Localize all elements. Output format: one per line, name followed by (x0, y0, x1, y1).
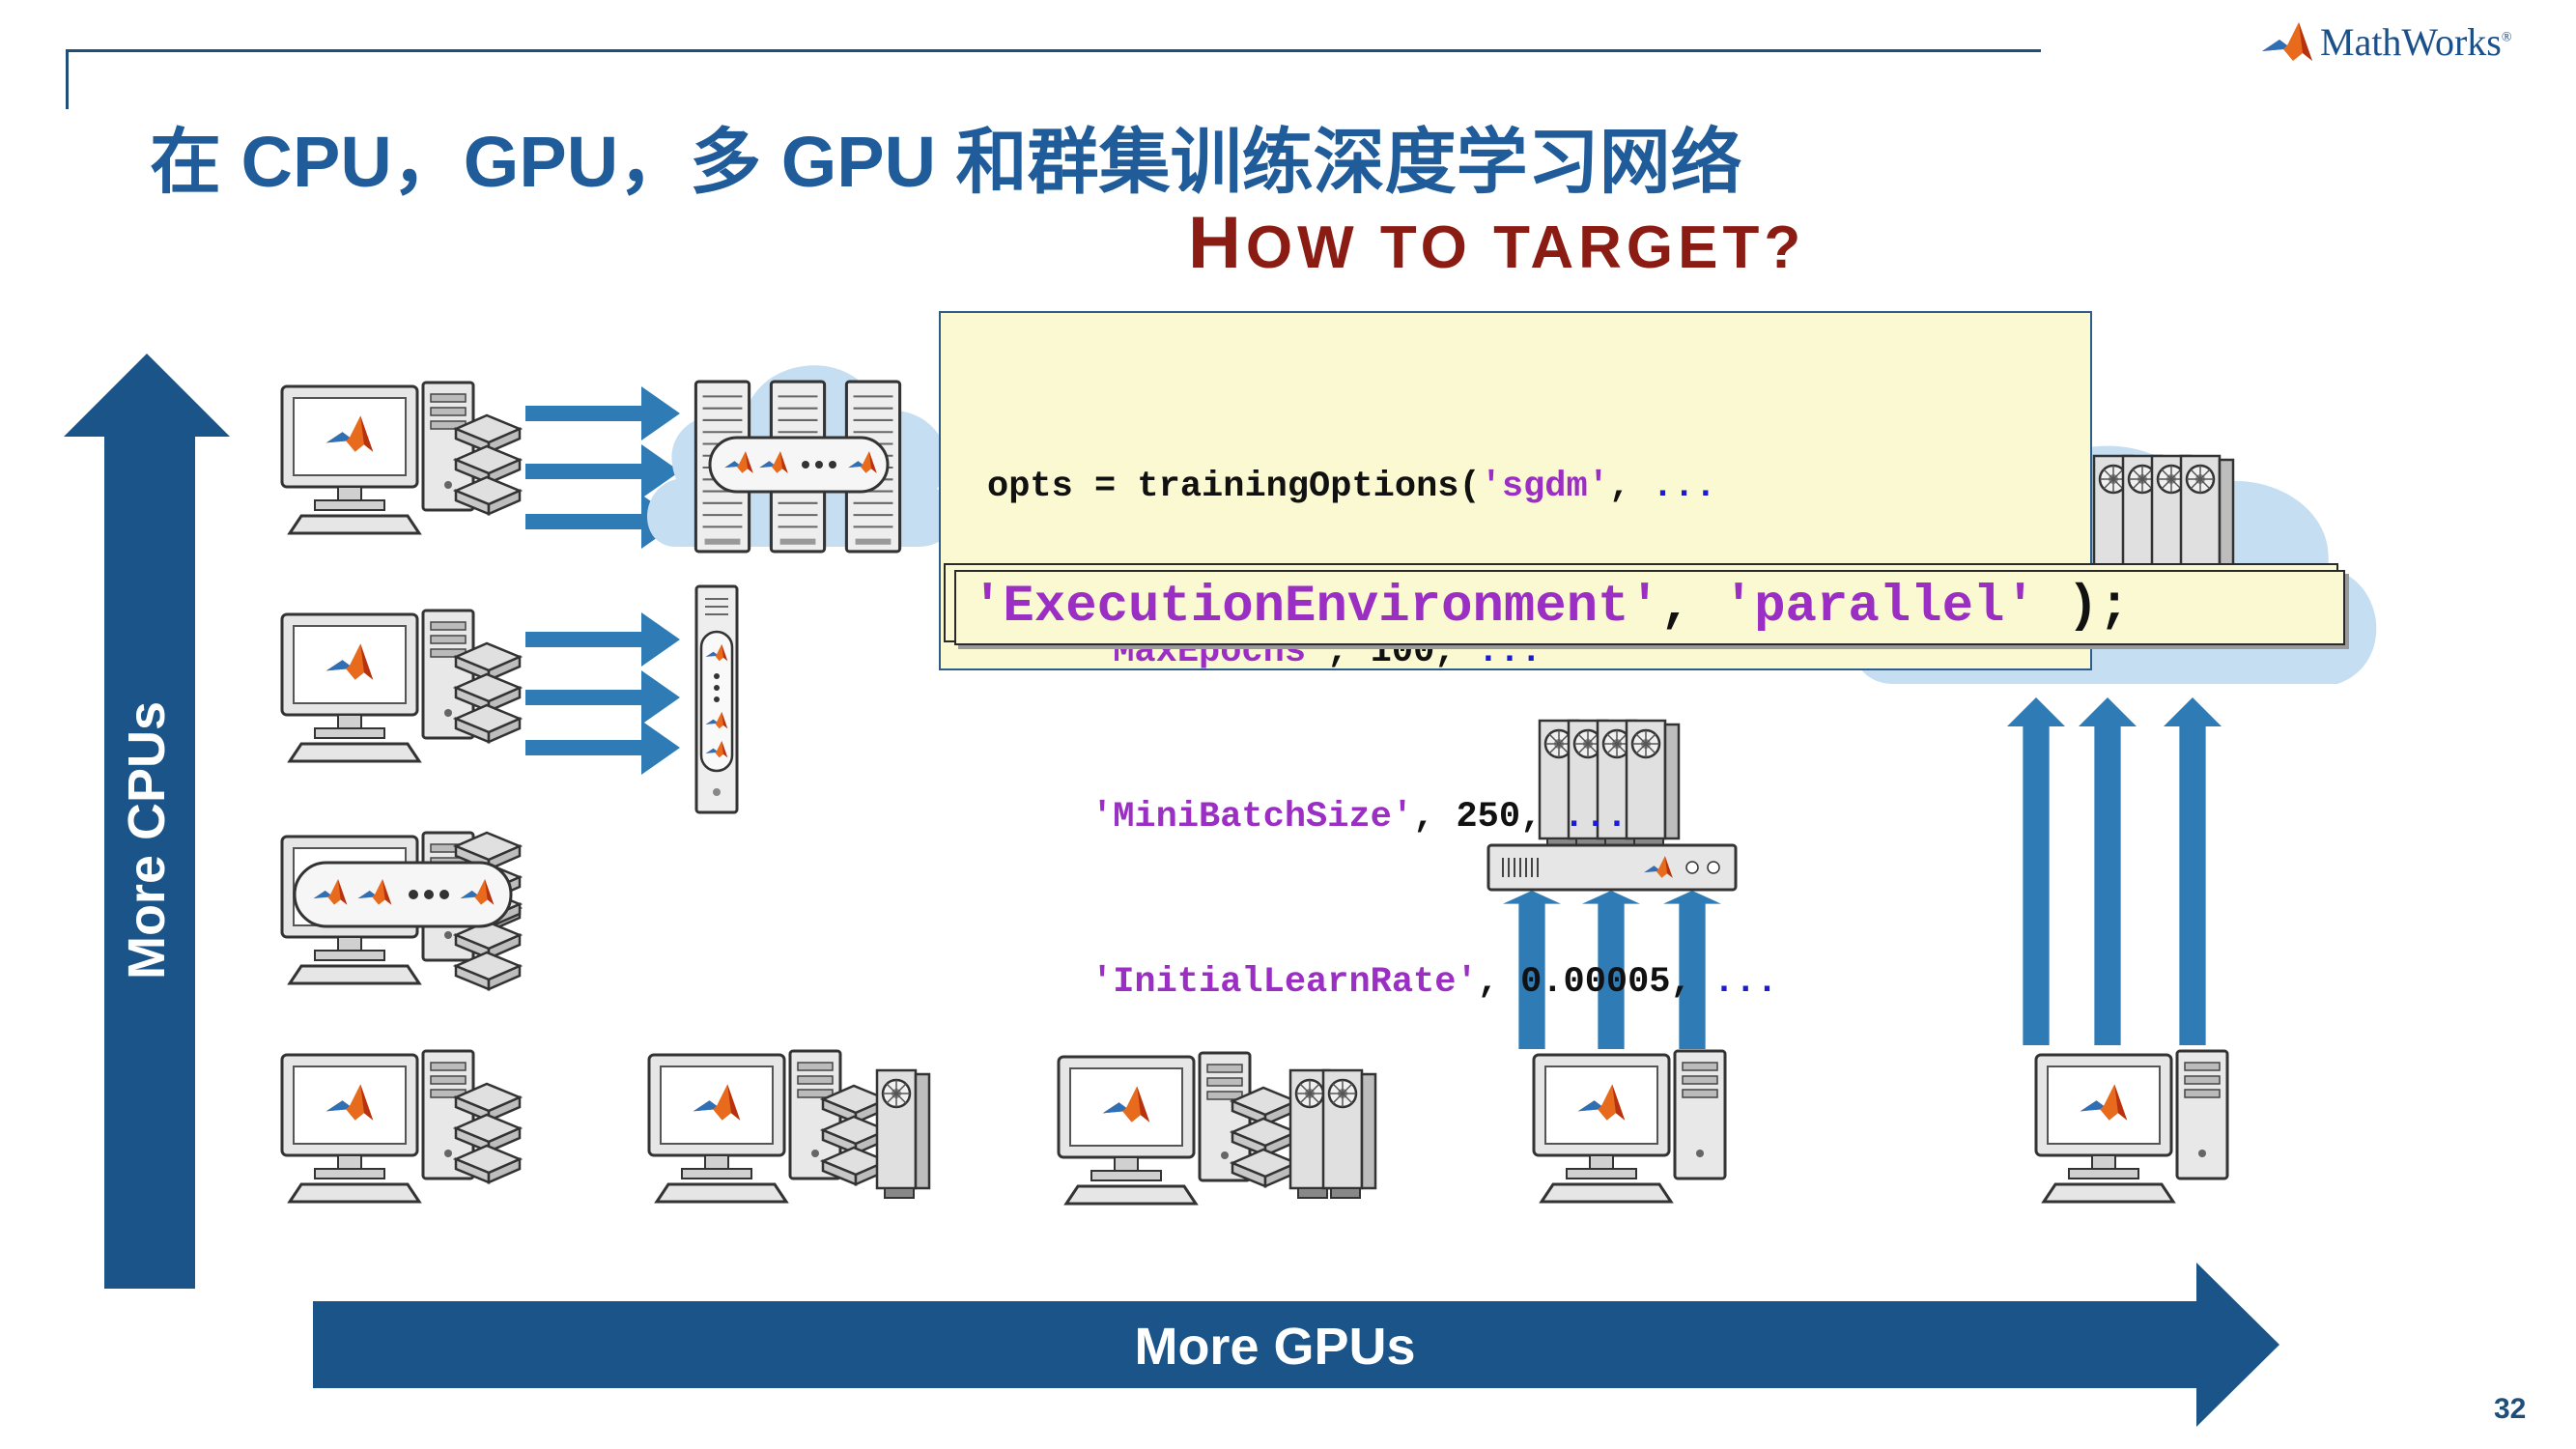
up-arrow-icon (2164, 697, 2222, 1045)
more-cpus-arrow (64, 354, 230, 1289)
code-continuation: ... (1563, 797, 1628, 838)
code-execenv-value: 'parallel' (1722, 578, 2036, 637)
code-learnrate-value: , 0.00005, (1477, 962, 1713, 1003)
logo-wordmark: MathWorks® (2320, 19, 2512, 65)
code-execenv-key: 'ExecutionEnvironment' (972, 578, 1660, 637)
code-continuation: ... (1652, 467, 1716, 507)
title-rule-corner (66, 49, 69, 109)
code-close: ); (2035, 578, 2131, 637)
code-minibatch-value: , 250, (1413, 797, 1564, 838)
page-number: 32 (2494, 1393, 2527, 1425)
code-comma: , (1659, 578, 1723, 637)
up-arrow-icon (2079, 697, 2137, 1045)
more-cpus-label: More CPUs (118, 700, 176, 980)
page-subtitle: HOW TO TARGET? (1188, 201, 1805, 285)
code-listing: opts = trainingOptions('sgdm', ... 'MaxE… (987, 350, 1778, 1121)
right-arrows-icon (525, 612, 680, 775)
server-tower-icon (694, 584, 739, 814)
code-line-1: opts = trainingOptions('sgdm', ... (987, 460, 1778, 515)
title-rule (66, 49, 2041, 52)
code-solver-arg: 'sgdm' (1480, 467, 1609, 507)
more-gpus-arrow (313, 1263, 2279, 1427)
desktop-computer-icon (2026, 1049, 2278, 1233)
code-line-3: 'MiniBatchSize', 250, ... (987, 790, 1778, 845)
more-gpus-label: More GPUs (1134, 1318, 1416, 1376)
parallel-workers-pill-icon (293, 861, 513, 928)
gpu-card-icon (875, 1068, 933, 1204)
logo-registered-mark: ® (2501, 30, 2512, 45)
cpu-chip-stack-icon (452, 638, 524, 744)
membrane-logo-icon (2258, 14, 2316, 71)
right-arrows-icon (525, 386, 680, 549)
logo-text: MathWorks (2320, 20, 2502, 64)
mathworks-logo: MathWorks® (2258, 14, 2512, 71)
code-minibatch-key: 'MiniBatchSize' (1091, 797, 1414, 838)
code-line-4: 'InitialLearnRate', 0.00005, ... (987, 955, 1778, 1010)
code-continuation: ... (1713, 962, 1778, 1003)
subtitle-rest: OW TO TARGET? (1245, 214, 1806, 281)
cpu-chip-stack-icon (452, 410, 524, 516)
gpu-server-chassis-icon (1486, 843, 1738, 892)
code-comma: , (1608, 467, 1653, 507)
gpu-card-icon (2179, 454, 2237, 589)
cluster-workers-pill-icon (708, 436, 890, 494)
page-title: 在 CPU，GPU，多 GPU 和群集训练深度学习网络 (150, 122, 1742, 202)
code-learnrate-key: 'InitialLearnRate' (1091, 962, 1478, 1003)
code-fn-call: opts = trainingOptions( (987, 467, 1481, 507)
cpu-chip-stack-icon (452, 1078, 524, 1184)
subtitle-initial: H (1188, 202, 1246, 284)
execution-environment-highlight: 'ExecutionEnvironment', 'parallel' ); (954, 570, 2345, 645)
up-arrow-icon (2007, 697, 2065, 1045)
